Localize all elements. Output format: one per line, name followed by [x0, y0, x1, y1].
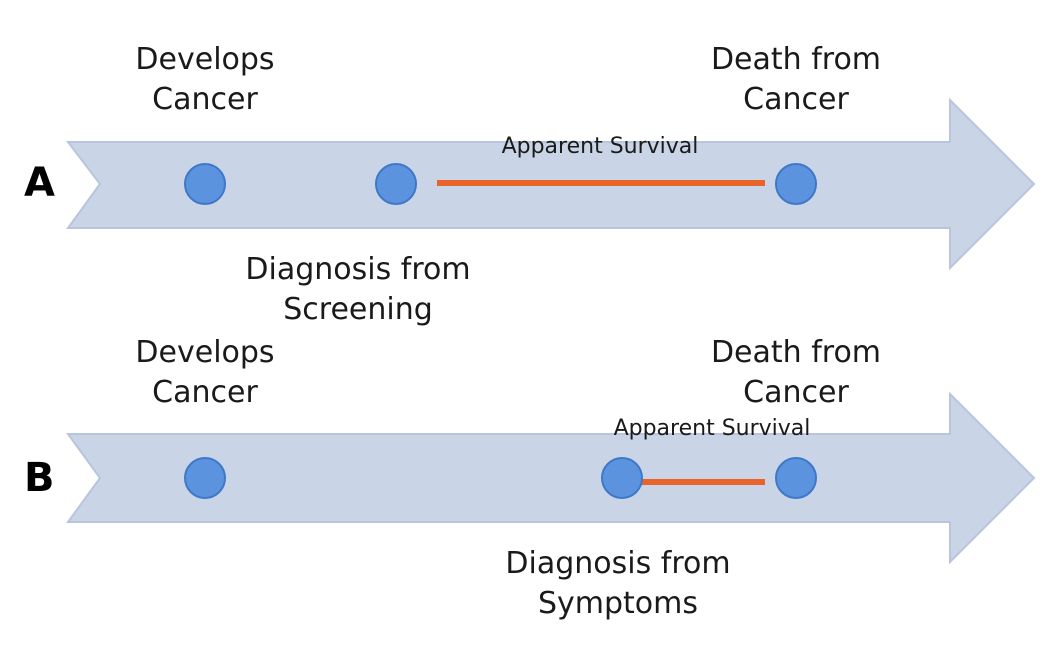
timeline-arrow-b — [66, 391, 1036, 565]
death-dot-b — [775, 457, 817, 499]
row-letter-a: A — [24, 160, 55, 206]
diagnosis-label-a: Diagnosis from Screening — [245, 252, 471, 327]
apparent-survival-label-a: Apparent Survival — [501, 134, 699, 159]
row-letter-b: B — [24, 455, 55, 501]
develops-cancer-dot-a — [184, 163, 226, 205]
develops-cancer-label-a: Develops Cancer — [135, 42, 275, 117]
death-from-cancer-label-a: Death from Cancer — [710, 42, 882, 117]
diagnosis-dot-a — [375, 163, 417, 205]
diagnosis-dot-b — [601, 457, 643, 499]
diagnosis-label-b: Diagnosis from Symptoms — [505, 546, 731, 621]
develops-cancer-label-b: Develops Cancer — [135, 335, 275, 410]
death-dot-a — [775, 163, 817, 205]
death-from-cancer-label-b: Death from Cancer — [710, 335, 882, 410]
apparent-survival-label-b: Apparent Survival — [613, 416, 811, 441]
develops-cancer-dot-b — [184, 457, 226, 499]
